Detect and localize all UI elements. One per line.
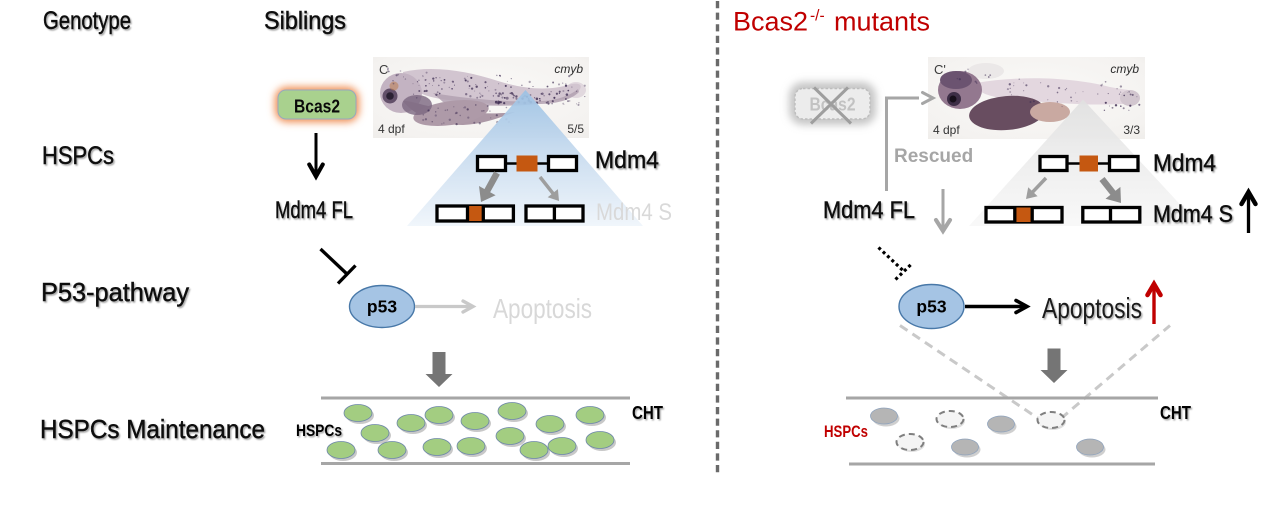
svg-text:Apoptosis: Apoptosis bbox=[1042, 293, 1142, 325]
svg-text:C: C bbox=[379, 62, 388, 77]
svg-text:Genotype: Genotype bbox=[43, 7, 131, 35]
svg-text:Mdm4 FL: Mdm4 FL bbox=[275, 197, 353, 224]
svg-text:4 dpf: 4 dpf bbox=[933, 123, 960, 137]
svg-text:cmyb: cmyb bbox=[1110, 62, 1139, 76]
svg-text:-/-: -/- bbox=[810, 8, 825, 25]
svg-text:P53-pathway: P53-pathway bbox=[41, 277, 189, 307]
svg-text:Mdm4 FL: Mdm4 FL bbox=[823, 197, 915, 224]
svg-text:p53: p53 bbox=[916, 297, 946, 317]
svg-text:HSPCs: HSPCs bbox=[296, 422, 342, 440]
svg-text:CHT: CHT bbox=[1160, 403, 1191, 423]
svg-text:C': C' bbox=[934, 62, 946, 77]
svg-text:3/3: 3/3 bbox=[1123, 123, 1140, 137]
svg-text:Mdm4: Mdm4 bbox=[1153, 150, 1216, 177]
svg-text:5/5: 5/5 bbox=[567, 122, 584, 136]
svg-text:HSPCs Maintenance: HSPCs Maintenance bbox=[40, 414, 265, 444]
svg-text:cmyb: cmyb bbox=[554, 62, 583, 76]
svg-text:HSPCs: HSPCs bbox=[42, 142, 114, 170]
svg-text:Bcas2: Bcas2 bbox=[294, 97, 340, 117]
svg-text:Apoptosis: Apoptosis bbox=[493, 293, 592, 324]
svg-text:mutants: mutants bbox=[834, 7, 930, 37]
svg-text:Siblings: Siblings bbox=[264, 7, 346, 35]
svg-text:p53: p53 bbox=[367, 297, 397, 317]
svg-text:HSPCs: HSPCs bbox=[824, 423, 868, 441]
svg-text:Mdm4 S: Mdm4 S bbox=[1153, 201, 1233, 228]
svg-text:4 dpf: 4 dpf bbox=[378, 122, 405, 136]
svg-text:CHT: CHT bbox=[632, 403, 663, 423]
svg-text:Mdm4: Mdm4 bbox=[595, 147, 659, 174]
svg-text:Bcas2: Bcas2 bbox=[733, 7, 808, 37]
svg-text:Rescued: Rescued bbox=[894, 146, 973, 167]
svg-text:Mdm4 S: Mdm4 S bbox=[596, 199, 672, 226]
